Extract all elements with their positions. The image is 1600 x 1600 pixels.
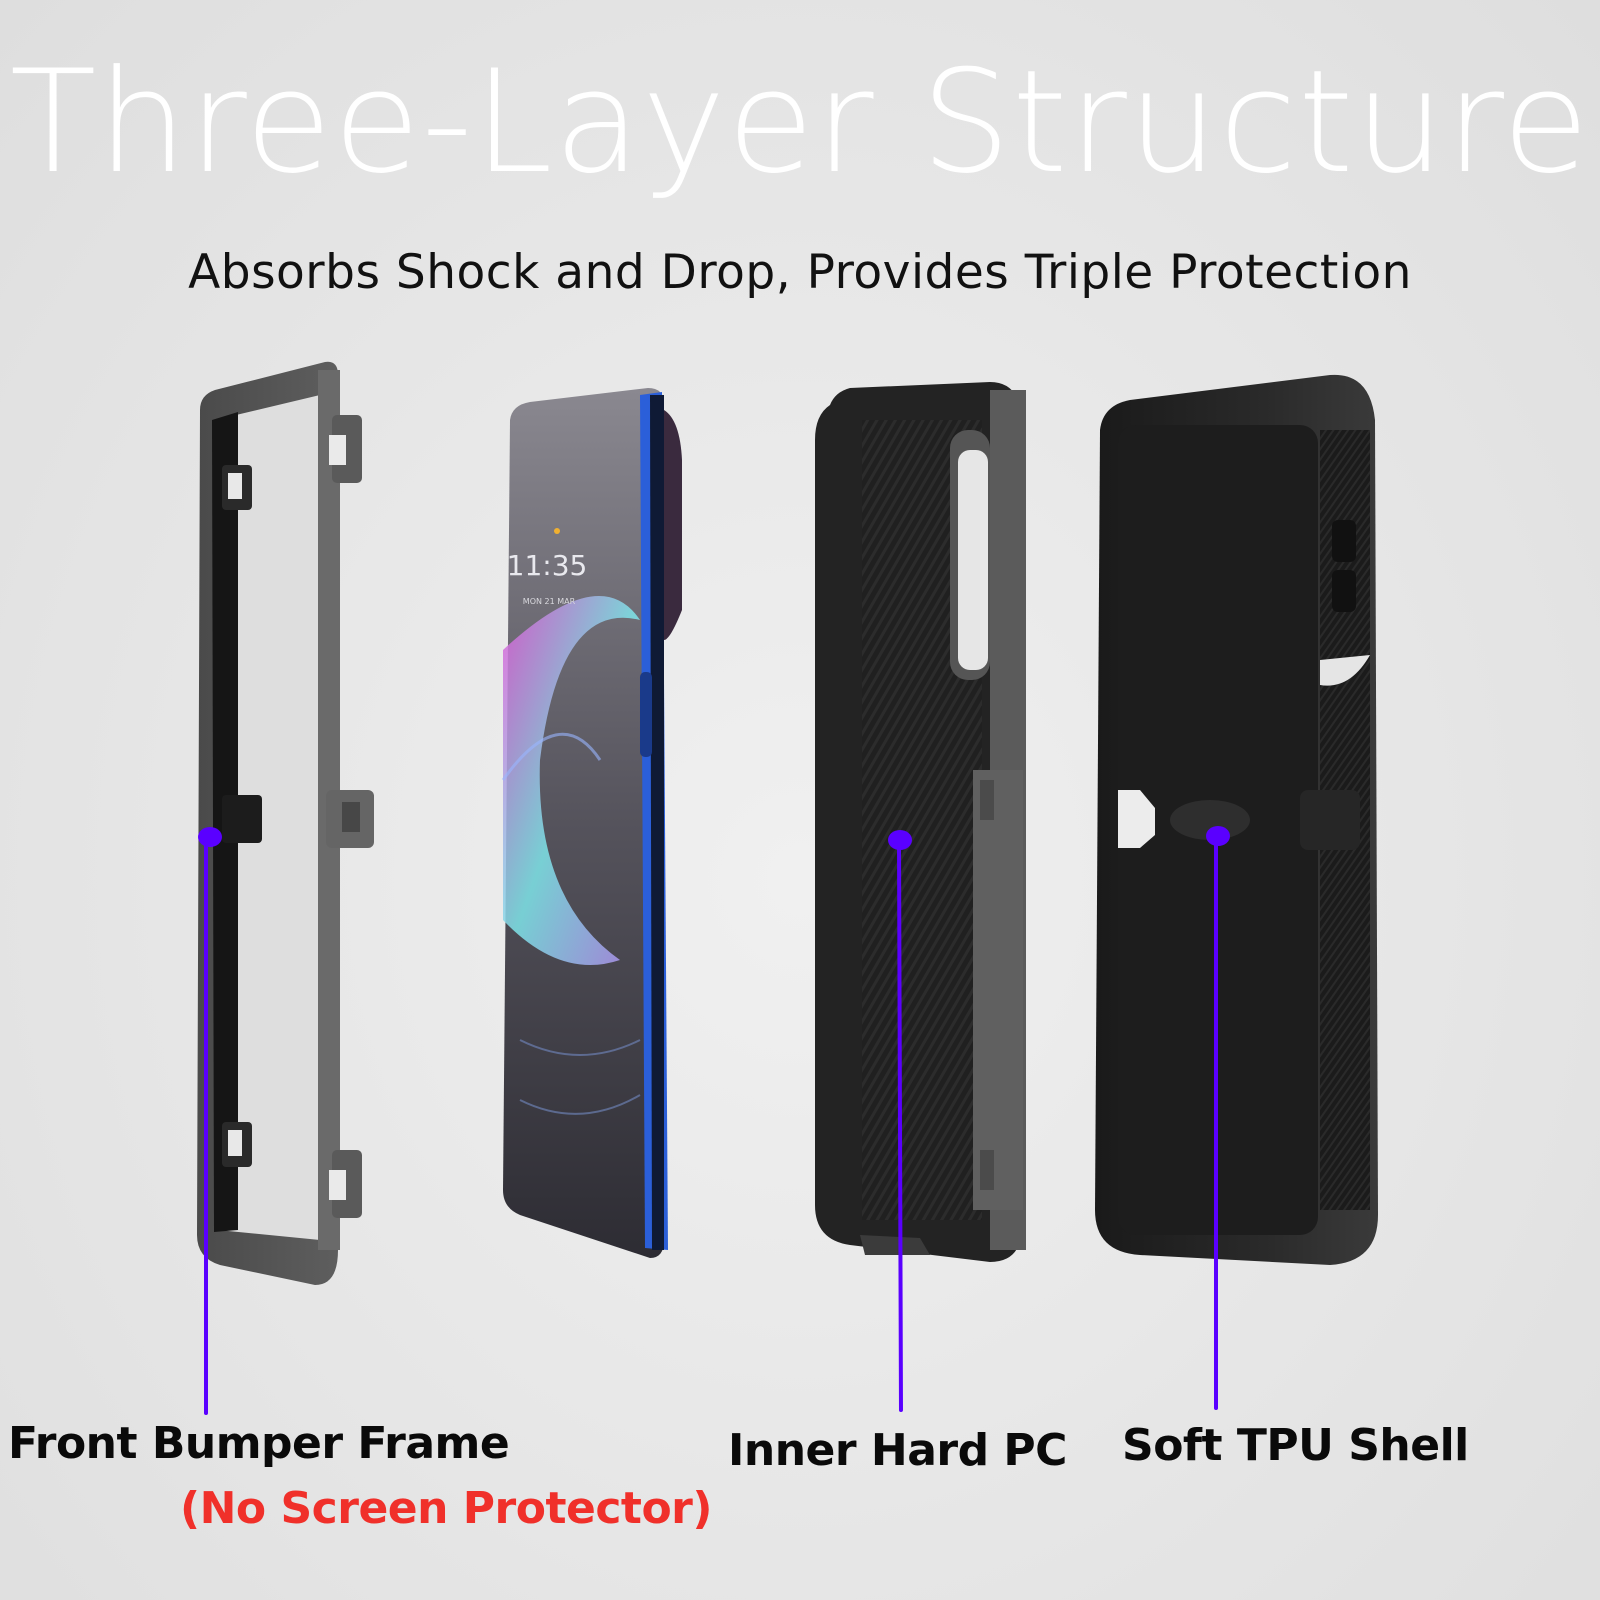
callout-line-tpu-shell <box>1214 840 1218 1410</box>
callout-dot-frame <box>198 827 222 847</box>
label-inner-hard-pc: Inner Hard PC <box>728 1425 1067 1476</box>
page-subtitle: Absorbs Shock and Drop, Provides Triple … <box>188 245 1412 300</box>
label-front-bumper-frame: Front Bumper Frame <box>8 1418 510 1469</box>
soft-tpu-shell-illustration <box>1095 374 1378 1266</box>
phone-date: MON 21 MAR <box>523 597 576 606</box>
page-title: Three-Layer Structure <box>9 40 1591 205</box>
front-bumper-frame-illustration <box>197 361 374 1285</box>
phone-clock: 11:35 <box>507 549 588 582</box>
callout-dot-inner-pc <box>888 830 912 850</box>
callout-line-frame <box>204 840 208 1415</box>
label-no-screen-protector: (No Screen Protector) <box>180 1483 712 1534</box>
phone-illustration: 11:35 MON 21 MAR <box>501 388 682 1258</box>
label-soft-tpu-shell: Soft TPU Shell <box>1122 1420 1469 1471</box>
inner-hard-pc-illustration <box>815 382 1026 1262</box>
callout-dot-tpu-shell <box>1206 826 1230 846</box>
